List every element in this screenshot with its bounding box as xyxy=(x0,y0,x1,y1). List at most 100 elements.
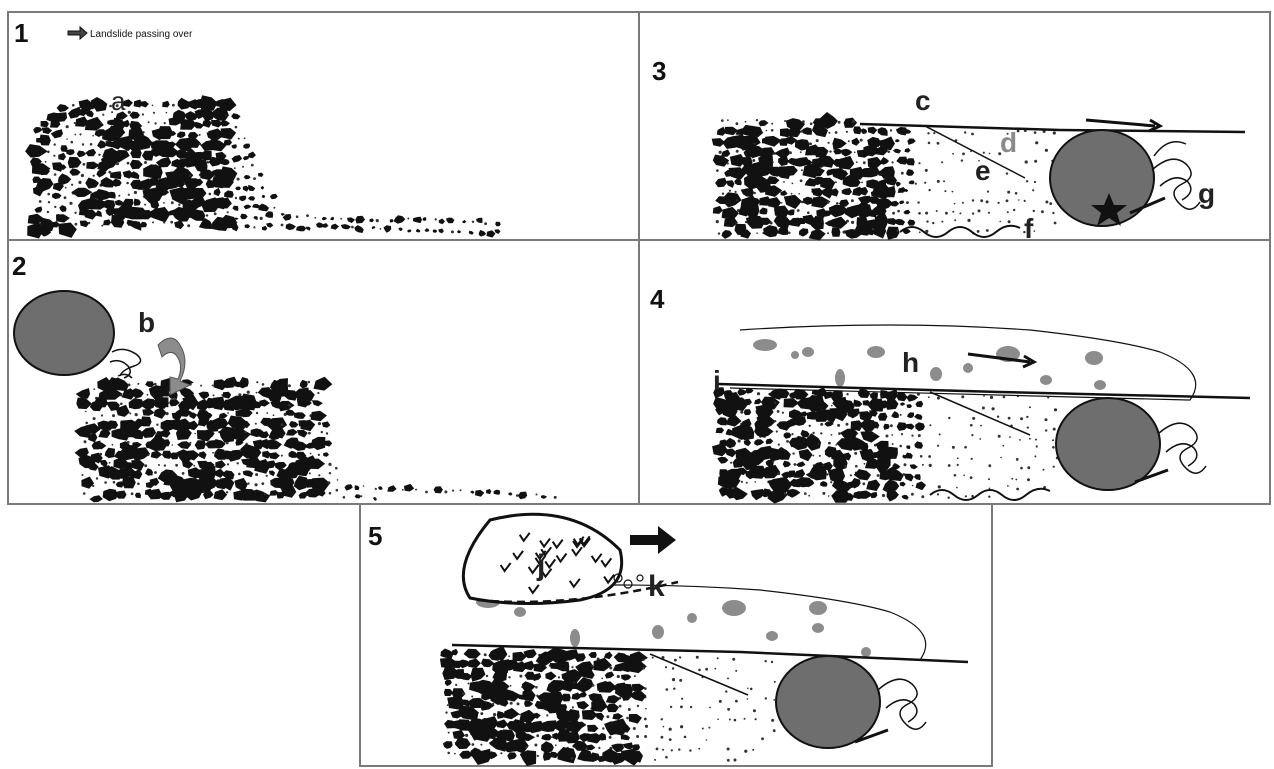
fine-grain xyxy=(572,706,574,708)
fine-grain xyxy=(988,464,991,467)
clast xyxy=(497,719,508,728)
fine-grain xyxy=(448,732,450,734)
clast xyxy=(831,227,840,237)
fine-grain xyxy=(941,161,943,163)
fine-grain xyxy=(709,707,711,709)
clast xyxy=(858,388,871,398)
fine-grain xyxy=(1007,191,1010,194)
clast xyxy=(508,492,512,495)
clast xyxy=(345,484,353,490)
fine-grain xyxy=(1034,131,1037,134)
fine-grain xyxy=(1018,199,1020,201)
letter-d: d xyxy=(1000,127,1017,158)
fine-grain xyxy=(337,479,339,481)
fine-grain xyxy=(746,493,748,495)
clast xyxy=(292,441,307,451)
fine-grain xyxy=(1008,417,1011,420)
clast xyxy=(627,660,647,674)
fine-grain xyxy=(260,217,263,220)
fine-grain xyxy=(777,410,780,413)
clast xyxy=(52,193,62,199)
fine-grain xyxy=(238,138,240,140)
clast xyxy=(439,219,445,225)
fine-grain xyxy=(444,490,447,493)
fine-grain xyxy=(791,433,793,435)
fine-grain xyxy=(971,133,974,136)
fine-grain xyxy=(818,443,820,445)
fine-grain xyxy=(626,717,629,720)
fine-grain xyxy=(917,201,919,203)
fine-grain xyxy=(717,657,719,659)
clast xyxy=(606,704,619,713)
fine-grain xyxy=(828,142,830,144)
clast xyxy=(145,468,153,476)
fine-grain xyxy=(235,197,237,199)
clast xyxy=(605,672,615,679)
fine-grain xyxy=(741,481,743,483)
fine-grain xyxy=(698,669,701,672)
fine-grain xyxy=(164,464,166,466)
fine-grain xyxy=(256,381,258,383)
clast xyxy=(612,713,623,720)
fine-grain xyxy=(281,455,283,457)
clast xyxy=(130,160,143,169)
fine-grain xyxy=(932,222,934,224)
fine-grain xyxy=(971,434,973,436)
clast xyxy=(68,157,82,169)
fine-grain xyxy=(212,385,214,387)
fine-grain xyxy=(776,430,778,432)
fine-grain xyxy=(500,752,502,754)
fine-grain xyxy=(493,713,496,716)
clast xyxy=(141,101,149,108)
clast xyxy=(886,227,899,240)
clast xyxy=(95,210,102,217)
clast xyxy=(262,451,271,459)
fine-grain xyxy=(137,483,140,486)
grey-clast xyxy=(835,369,845,387)
fine-grain xyxy=(153,112,155,114)
fine-grain xyxy=(526,746,528,748)
fine-grain xyxy=(918,434,921,437)
grey-clast xyxy=(722,600,746,616)
fine-grain xyxy=(952,446,955,449)
fine-grain xyxy=(112,414,115,417)
fine-grain xyxy=(838,121,841,124)
fine-grain xyxy=(74,134,76,136)
clast xyxy=(716,428,725,434)
fine-grain xyxy=(172,104,175,107)
fine-grain xyxy=(772,161,774,163)
clast xyxy=(787,489,801,498)
fine-grain xyxy=(892,161,894,163)
fine-grain xyxy=(928,396,930,398)
clast xyxy=(522,691,536,702)
fine-grain xyxy=(1045,429,1047,431)
fine-grain xyxy=(672,678,675,681)
fine-grain xyxy=(318,474,320,476)
clast xyxy=(434,486,443,493)
clast xyxy=(907,404,913,408)
fine-grain xyxy=(1024,200,1026,202)
clast xyxy=(866,480,880,492)
clast xyxy=(495,222,501,227)
clast xyxy=(914,474,921,480)
fine-grain xyxy=(317,392,319,394)
clast xyxy=(754,398,762,404)
clast xyxy=(232,206,238,211)
fine-grain xyxy=(986,200,989,203)
fine-grain xyxy=(571,666,573,668)
fine-grain xyxy=(899,445,902,448)
clast xyxy=(462,220,466,223)
fine-grain xyxy=(919,231,921,233)
fine-grain xyxy=(788,232,791,235)
fine-grain xyxy=(1033,210,1035,212)
clast xyxy=(879,157,889,165)
fine-grain xyxy=(634,675,636,677)
fine-grain xyxy=(772,461,774,463)
clast xyxy=(71,188,92,197)
fine-grain xyxy=(729,190,731,192)
fine-grain xyxy=(1027,466,1030,469)
clast xyxy=(906,424,915,430)
fine-grain xyxy=(952,153,954,155)
fine-grain xyxy=(929,424,931,426)
surface-line xyxy=(860,124,1245,132)
